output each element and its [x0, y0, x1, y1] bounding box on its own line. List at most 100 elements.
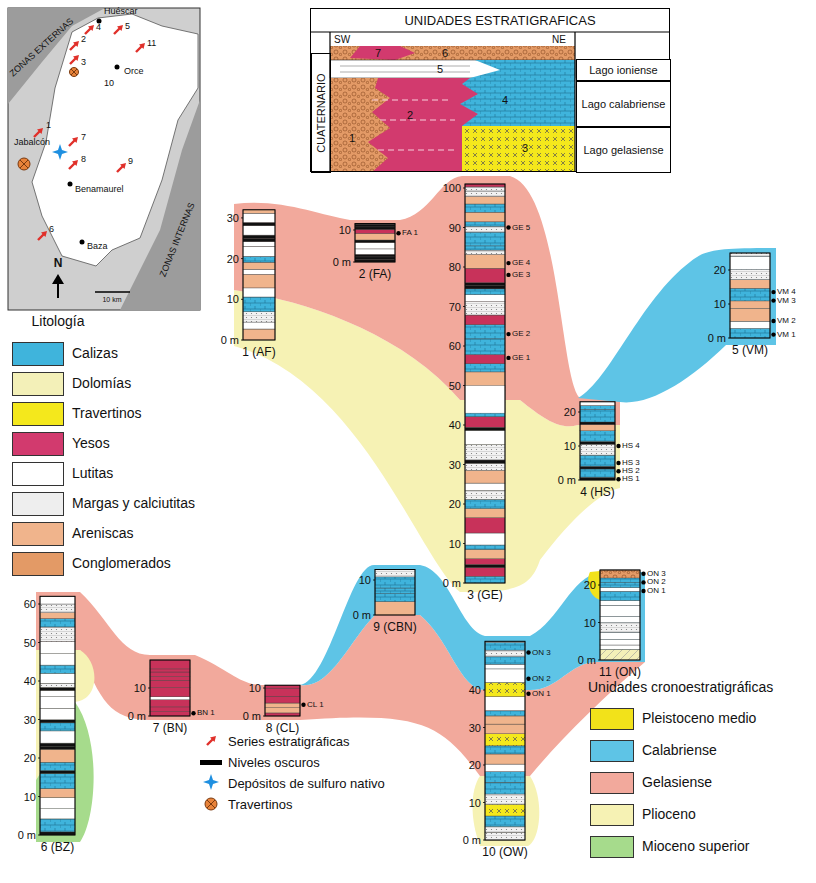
sample-dot: [506, 225, 510, 229]
scale-mark: 20: [469, 759, 481, 771]
rock-layer: [150, 660, 190, 669]
rock-layer: [40, 762, 75, 770]
sample-label: BN 1: [197, 709, 215, 718]
symbol-legend-icons: [200, 736, 222, 810]
unit-number: 4: [502, 94, 508, 106]
rock-layer: [465, 533, 505, 545]
rock-layer: [465, 499, 505, 508]
legend-swatch: [12, 462, 64, 486]
scale-mark: 20: [24, 752, 36, 764]
scale-tick: [148, 688, 150, 689]
rock-layer: [580, 442, 615, 445]
sample-label: VM 1: [777, 330, 796, 339]
scale-mark: 20: [449, 498, 461, 510]
rock-layer: [150, 712, 190, 716]
rock-layer: [600, 640, 640, 646]
rock-layer: [40, 746, 75, 749]
scale-tick: [578, 446, 580, 447]
unit-number: 2: [407, 109, 413, 121]
rock-layer: [40, 819, 75, 832]
rock-layer: [465, 286, 505, 289]
stratigraphic-column: [465, 184, 505, 583]
scale-mark: 0 m: [221, 334, 239, 346]
rock-layer: [265, 703, 300, 708]
legend-label: Travertinos: [228, 798, 293, 812]
scale-mark: 0 m: [128, 710, 146, 722]
scale-tick: [483, 690, 485, 691]
rock-layer: [40, 691, 75, 697]
rock-layer: [465, 460, 505, 463]
legend-swatch: [12, 492, 64, 516]
scale-tick: [241, 340, 243, 341]
orientation-label: NE: [552, 34, 566, 45]
scale-tick: [38, 796, 40, 797]
legend-label: Margas y calciutitas: [72, 496, 195, 511]
rock-layer: [465, 191, 505, 197]
scale-mark: 10: [449, 537, 461, 549]
legend-swatch: [12, 372, 64, 396]
scale-mark: 0 m: [333, 256, 351, 268]
rock-layer: [150, 697, 190, 700]
rock-layer: [465, 564, 505, 567]
rock-layer: [355, 233, 395, 240]
rock-layer: [485, 754, 525, 764]
scale-tick: [463, 306, 465, 307]
scale-tick: [38, 642, 40, 643]
sample-dot: [506, 273, 510, 277]
scale-mark: 10: [359, 574, 371, 586]
sample-label: VM 4: [777, 288, 796, 297]
sample-dot: [191, 711, 195, 715]
rock-layer: [243, 274, 275, 288]
rock-layer: [580, 422, 615, 425]
scale-mark: 80: [449, 261, 461, 273]
scale-tick: [263, 716, 265, 717]
rock-layer: [40, 665, 75, 673]
rock-layer: [40, 723, 75, 731]
rock-layer: [465, 470, 505, 483]
sample-label: HS 1: [622, 475, 640, 484]
rock-layer: [600, 623, 640, 633]
rock-layer: [465, 483, 505, 490]
rock-layer: [243, 256, 275, 262]
rock-layer: [355, 254, 395, 257]
rock-layer: [465, 568, 505, 577]
scale-mark: 40: [469, 684, 481, 696]
rock-layer: [40, 774, 75, 789]
rock-layer: [485, 782, 525, 794]
scale-tick: [463, 464, 465, 465]
rock-layer: [150, 680, 190, 687]
legend-swatch: [590, 740, 634, 762]
stratigraphic-column: [580, 402, 615, 480]
rock-layer: [485, 724, 525, 734]
sample-label: ON 1: [647, 587, 666, 596]
scale-mark: 60: [449, 340, 461, 352]
rock-layer: [580, 425, 615, 431]
rock-layer: [465, 222, 505, 227]
scale-mark: 0 m: [463, 834, 481, 846]
scale-tick: [38, 719, 40, 720]
rock-layer: [465, 355, 505, 364]
rock-layer: [355, 229, 395, 233]
scale-tick: [463, 385, 465, 386]
scale-mark: 30: [227, 212, 239, 224]
scale-mark: 0 m: [353, 609, 371, 621]
scale-tick: [598, 660, 600, 661]
stratigraphic-column: [243, 210, 275, 340]
series-number: 4: [96, 23, 101, 33]
scale-tick: [463, 425, 465, 426]
rock-layer: [40, 771, 75, 774]
rock-layer: [150, 688, 190, 697]
rock-layer: [40, 697, 75, 709]
legend-label: Yesos: [72, 436, 110, 451]
sample-dot: [526, 677, 530, 681]
legend-swatch: [590, 772, 634, 794]
column-outline: [150, 660, 190, 716]
rock-layer: [485, 642, 525, 650]
scale-tick: [353, 230, 355, 231]
legend-label: Calabriense: [642, 743, 717, 758]
scale-mark: 0 m: [18, 829, 36, 841]
miocene-band: [36, 702, 94, 842]
travertine-symbol: [18, 158, 30, 170]
rock-layer: [243, 329, 275, 340]
unit-number: 3: [522, 142, 528, 154]
